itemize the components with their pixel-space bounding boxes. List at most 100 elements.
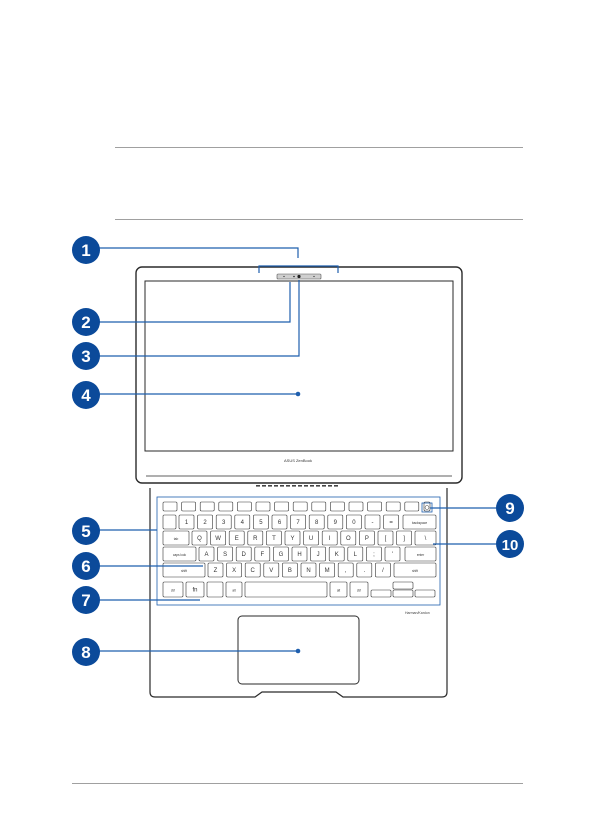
leader-1 [98, 247, 299, 258]
key-label: 9 [334, 520, 338, 526]
key-backslash [414, 530, 437, 546]
key-a-row [310, 546, 326, 562]
callout-10: 10 [496, 530, 524, 558]
key-label: F [260, 552, 264, 558]
key-ctrl-left [162, 581, 184, 598]
key-label: 7 [296, 520, 300, 526]
key-shift-right [393, 562, 437, 578]
callout-6: 6 [72, 552, 100, 580]
key-shift-left [162, 562, 206, 578]
key-label: [ [385, 536, 387, 542]
hinge-vents [256, 485, 338, 487]
key-label: 3 [222, 520, 226, 526]
callout-8: 8 [72, 638, 100, 666]
key-label: shift [412, 569, 418, 573]
leader-3 [98, 280, 300, 357]
key-label: I [329, 536, 331, 542]
camera-indicator-icon [293, 275, 295, 278]
svg-text:5: 5 [81, 522, 90, 541]
function-key [404, 501, 420, 512]
key-5 [271, 514, 288, 530]
key-windows [206, 581, 224, 598]
key-z-row [263, 562, 280, 578]
brand-label: ASUS ZenBook [284, 458, 312, 463]
key-4 [253, 514, 269, 530]
function-key [311, 501, 327, 512]
key-label: G [279, 552, 284, 558]
key-q-row [266, 530, 282, 546]
key-down [392, 589, 414, 598]
svg-text:6: 6 [81, 557, 90, 576]
key-q-row [210, 530, 226, 546]
callout-3: 3 [72, 342, 100, 370]
vent-slit [298, 485, 302, 487]
key-label: 6 [278, 520, 282, 526]
leader-4-dot [295, 391, 301, 397]
vent-slit [310, 485, 314, 487]
key-label: caps lock [173, 553, 187, 557]
power-key-highlight [421, 502, 433, 513]
key-q-row [377, 530, 394, 546]
key-7 [308, 514, 325, 530]
key-8 [327, 514, 344, 530]
key-right [414, 589, 436, 598]
key-label: alt [232, 589, 235, 593]
key-label: X [232, 568, 236, 574]
key-label: backspace [412, 521, 427, 525]
key-q-row [228, 530, 245, 546]
function-key [367, 501, 382, 512]
vent-slit [316, 485, 320, 487]
key-label: W [215, 536, 221, 542]
key-9 [346, 514, 362, 530]
key-label: U [309, 536, 313, 542]
key-label: D [242, 552, 247, 558]
key-a-row [217, 546, 233, 562]
key-label: T [272, 536, 276, 542]
mic-left-icon [283, 275, 285, 278]
key-label: K [335, 552, 339, 558]
key-label: tab [174, 537, 179, 541]
key-a-row [384, 546, 401, 562]
key-z-row [319, 562, 335, 578]
key-z-row [375, 562, 391, 578]
key-backspace [402, 514, 437, 530]
key-q-row [396, 530, 412, 546]
function-key [181, 501, 196, 512]
key-label: ctrl [171, 589, 176, 593]
key-label: ctrl [357, 589, 362, 593]
key-z-row [337, 562, 354, 578]
svg-text:9: 9 [505, 499, 514, 518]
vent-slit [256, 485, 260, 487]
key-z-row [207, 562, 224, 578]
callout-1: 1 [72, 236, 100, 264]
key-label: Z [214, 568, 218, 574]
keyboard-area [156, 496, 441, 606]
key-label: B [288, 568, 292, 574]
key-label: A [204, 552, 208, 558]
key-tilde [162, 514, 177, 530]
key-a-row [198, 546, 215, 562]
key-label: shift [181, 569, 187, 573]
key-a-row [366, 546, 382, 562]
key-a-row [291, 546, 308, 562]
key-q-row [247, 530, 264, 546]
key-label: ' [392, 552, 393, 558]
key-up [392, 581, 414, 590]
callout-2: 2 [72, 308, 100, 336]
key-ctrl-right [349, 581, 369, 598]
callout-7: 7 [72, 586, 100, 614]
key-q-row [191, 530, 208, 546]
power-icon [424, 505, 430, 510]
svg-text:2: 2 [81, 313, 90, 332]
power-key [423, 501, 431, 512]
deck-outline [149, 488, 448, 698]
key-label: S [223, 552, 227, 558]
key-2 [215, 514, 232, 530]
key-a-row [328, 546, 345, 562]
key-label: / [382, 568, 384, 574]
key-label: V [269, 568, 273, 574]
vent-slit [322, 485, 326, 487]
key-label: 8 [315, 520, 319, 526]
vent-slit [328, 485, 332, 487]
